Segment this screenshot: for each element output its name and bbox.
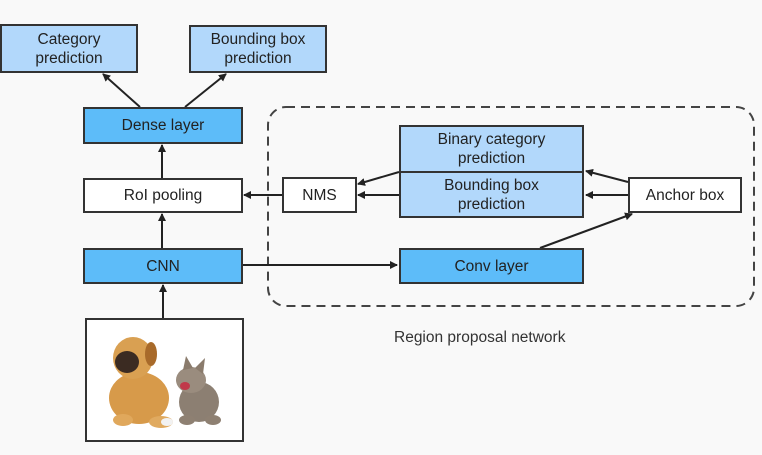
cnn-label: CNN xyxy=(146,257,180,275)
roi-pooling-node: RoI pooling xyxy=(83,178,243,213)
edge-binary-to-nms xyxy=(357,171,400,186)
bbox-prediction-rpn-node: Bounding box prediction xyxy=(399,171,584,218)
cnn-node: CNN xyxy=(83,248,243,284)
input-image xyxy=(85,318,244,442)
edge-anchor-to-binary xyxy=(585,168,629,183)
nms-node: NMS xyxy=(282,177,357,213)
binary-category-prediction-label: Binary category prediction xyxy=(437,131,546,167)
edge-dense-to-category xyxy=(102,73,141,108)
bbox-prediction-top-label: Bounding box prediction xyxy=(210,31,306,67)
binary-category-prediction-node: Binary category prediction xyxy=(399,125,584,173)
roi-pooling-label: RoI pooling xyxy=(123,187,203,204)
conv-layer-node: Conv layer xyxy=(399,248,584,284)
edge-conv-to-anchor xyxy=(539,212,633,249)
category-prediction-node: Category prediction xyxy=(0,24,138,73)
bbox-prediction-top-node: Bounding box prediction xyxy=(189,25,327,73)
edge-dense-to-bbox xyxy=(184,73,227,108)
conv-layer-label: Conv layer xyxy=(454,257,529,275)
dense-layer-node: Dense layer xyxy=(83,107,243,144)
rpn-group-border xyxy=(267,106,755,307)
anchor-box-label: Anchor box xyxy=(645,186,725,204)
bbox-prediction-rpn-label: Bounding box prediction xyxy=(444,176,539,213)
rpn-group-label: Region proposal network xyxy=(394,329,566,346)
anchor-box-node: Anchor box xyxy=(628,177,742,213)
dense-layer-label: Dense layer xyxy=(121,117,205,134)
nms-label: NMS xyxy=(302,186,337,204)
puppy-and-kitten-image xyxy=(109,337,221,428)
category-prediction-label: Category prediction xyxy=(35,30,103,67)
